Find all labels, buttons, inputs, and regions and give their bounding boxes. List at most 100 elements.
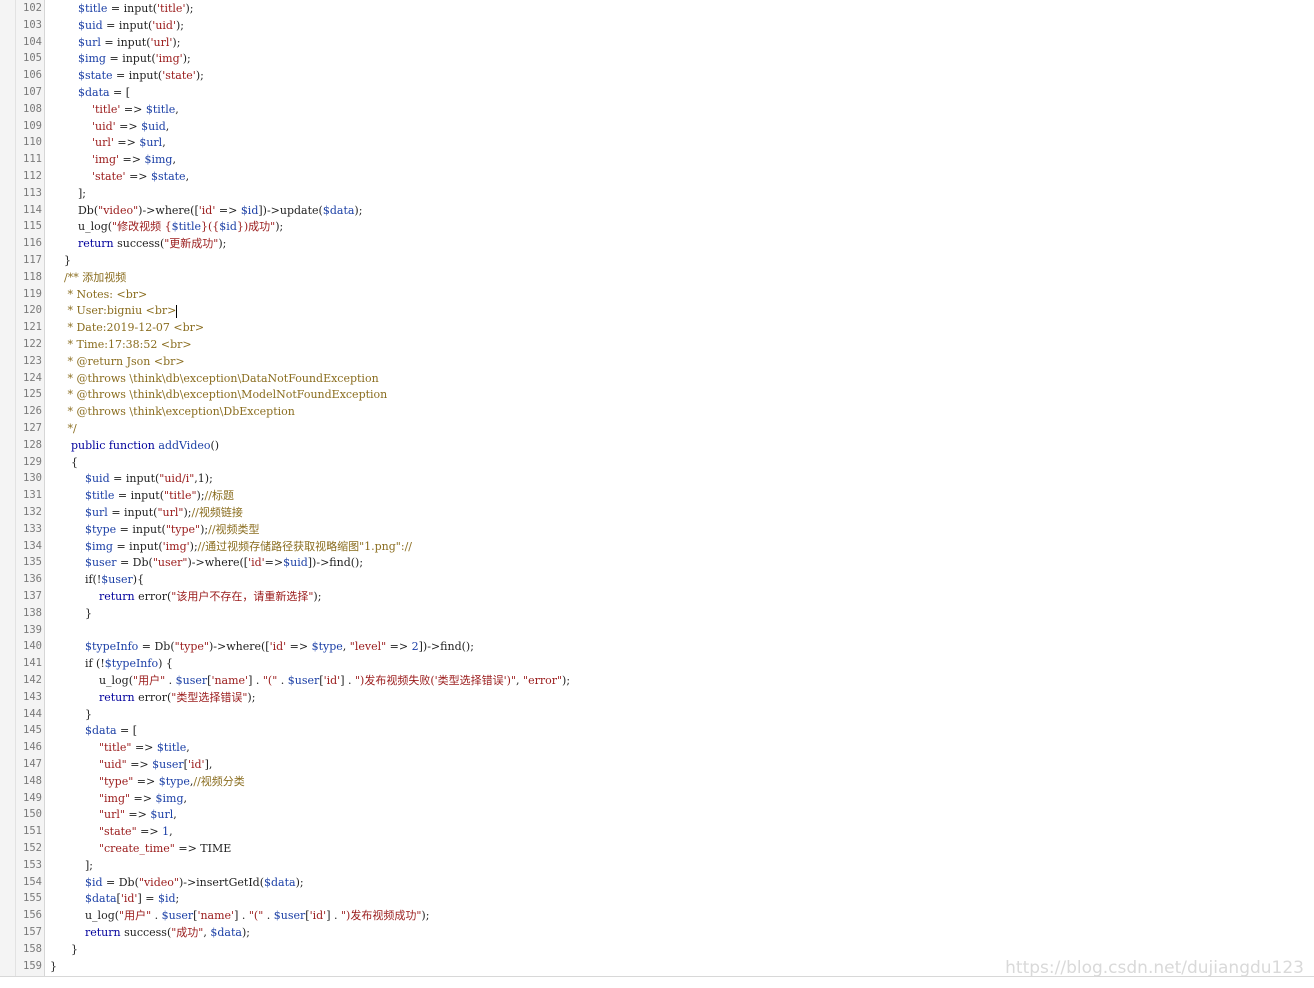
code-indent (50, 792, 99, 805)
code-indent (50, 204, 78, 217)
code-token: ); (241, 926, 250, 939)
code-text: "img" => $img, (50, 790, 187, 807)
code-text: * Notes: <br> (50, 286, 147, 303)
code-token: => (113, 136, 140, 150)
code-text: $data = [ (50, 722, 137, 739)
code-text: } (50, 252, 71, 269)
code-indent (50, 422, 67, 435)
line-number: 130 (23, 472, 42, 485)
code-token: ); (200, 522, 209, 536)
code-text: $url = input('url'); (50, 34, 180, 51)
line-number: 128 (23, 438, 42, 451)
code-token: $user (101, 573, 133, 587)
code-token: ); (275, 220, 284, 234)
line-number: 125 (23, 388, 42, 401)
code-indent (50, 304, 67, 317)
code-text: $title = input("title");//标题 (50, 487, 234, 504)
code-token: /** 添加视频 (64, 270, 127, 284)
code-token: . (165, 674, 176, 687)
code-text: 'img' => $img, (50, 151, 176, 168)
code-token: [ (183, 758, 188, 771)
code-token: = input( (109, 472, 160, 486)
code-text: * @return Json <br> (50, 353, 185, 370)
code-text: 'uid' => $uid, (50, 118, 169, 135)
code-text: $uid = input("uid/i",1); (50, 470, 213, 487)
code-token: "修改视频 { (112, 220, 172, 234)
code-token: 'title' (157, 2, 186, 15)
code-editor-area[interactable] (45, 0, 1314, 976)
line-number: 151 (23, 825, 42, 838)
code-token: * @return Json <br> (67, 354, 185, 368)
code-text: 'title' => $title, (50, 101, 179, 118)
line-number-gutter (16, 0, 45, 976)
code-token: "类型选择错误" (171, 690, 248, 704)
code-token: )->where([ (138, 203, 199, 217)
code-token: ); (295, 875, 304, 889)
code-token: = input( (100, 35, 151, 49)
line-number: 154 (23, 875, 42, 888)
code-token: "(" (262, 674, 278, 687)
code-token: ); (218, 237, 227, 251)
code-indent (50, 271, 64, 284)
code-text: "state" => 1, (50, 823, 173, 840)
code-token: => (386, 640, 412, 654)
line-number: 127 (23, 422, 42, 434)
code-token: => (125, 170, 152, 183)
line-number: 104 (23, 35, 42, 48)
line-number: 115 (23, 220, 42, 233)
code-indent (50, 86, 78, 99)
code-text: u_log("修改视频 {$title}({$id})成功"); (50, 218, 283, 235)
code-token: */ (67, 422, 77, 435)
code-token: , (185, 170, 190, 183)
code-text: "type" => $type,//视频分类 (50, 773, 245, 790)
code-indent (50, 607, 85, 620)
code-token: })成功" (236, 220, 276, 234)
code-token: $type (84, 522, 117, 536)
code-token: //标题 (204, 489, 234, 503)
code-token: $data (322, 203, 355, 217)
code-text: } (50, 941, 78, 958)
code-token: "用户" (133, 674, 166, 687)
code-token: ] . (326, 909, 341, 923)
line-number: 132 (23, 506, 42, 518)
code-text: * Date:2019-12-07 <br> (50, 319, 204, 336)
code-text: $data['id'] = $id; (50, 890, 179, 907)
code-token: success( (120, 926, 172, 939)
line-number: 140 (23, 640, 42, 653)
code-text: "create_time" => TIME (50, 840, 231, 857)
code-token: , (172, 153, 176, 167)
code-indent (50, 657, 85, 670)
code-token: $id (219, 220, 237, 234)
code-token: $uid (283, 556, 308, 570)
code-token: ]; (84, 858, 93, 872)
code-token: => (124, 808, 151, 822)
code-token: $title (77, 2, 108, 15)
line-number: 155 (23, 892, 42, 905)
code-token: $id (84, 875, 103, 889)
code-token: if(! (84, 573, 102, 587)
code-indent (50, 674, 99, 687)
code-indent (50, 170, 92, 183)
line-number: 116 (23, 237, 42, 250)
code-token: 2 (411, 640, 419, 654)
code-text: $type = input("type");//视频类型 (50, 521, 260, 538)
line-number: 153 (23, 858, 42, 871)
code-token: ")发布视频失败('类型选择错误')" (354, 674, 517, 687)
code-token: $user (84, 556, 117, 570)
line-number: 137 (23, 590, 42, 602)
code-indent (50, 909, 85, 922)
code-token: ) { (158, 657, 173, 671)
code-token: ); (172, 35, 181, 49)
line-number: 131 (23, 489, 42, 502)
code-token: $user (152, 758, 184, 771)
code-token: = input( (107, 506, 158, 519)
code-token: = input( (105, 52, 156, 66)
line-number: 120 (23, 304, 42, 317)
code-indent (50, 254, 64, 267)
code-text: 'url' => $url, (50, 134, 166, 151)
code-token: 'img' (162, 539, 190, 553)
code-token: public function (70, 438, 155, 452)
code-text: return success("成功", $data); (50, 924, 250, 941)
code-token: $img (77, 52, 106, 66)
line-number: 123 (23, 354, 42, 367)
